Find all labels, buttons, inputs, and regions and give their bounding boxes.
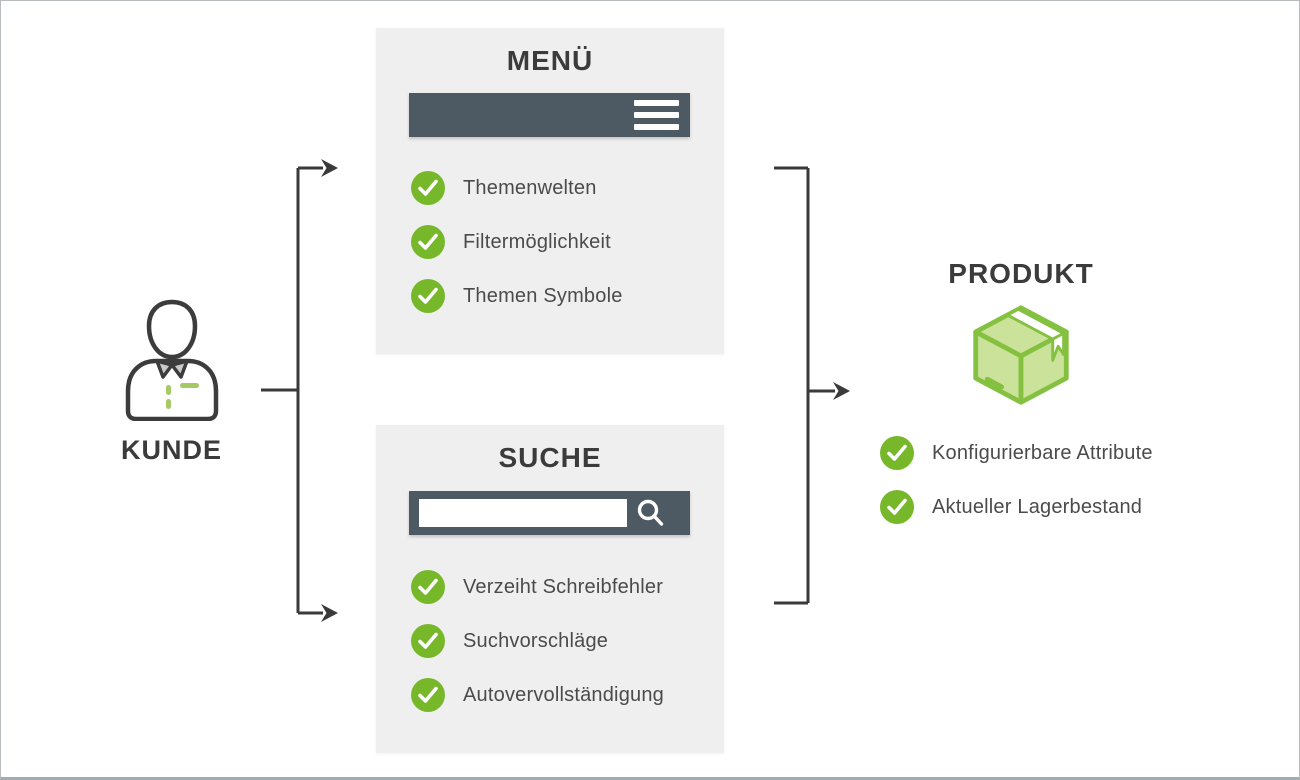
list-item: Filtermöglichkeit: [411, 225, 724, 259]
checkmark-circle-icon: [411, 171, 445, 205]
product-checklist: Konfigurierbare Attribute Aktueller Lage…: [880, 436, 1153, 544]
box-label-dash: [984, 376, 1005, 390]
list-item-label: Verzeiht Schreibfehler: [463, 575, 664, 598]
list-item-label: Themenwelten: [463, 176, 597, 199]
list-item-label: Aktueller Lagerbestand: [932, 495, 1143, 518]
list-item-label: Filtermöglichkeit: [463, 230, 611, 253]
list-item: Autovervollständigung: [411, 678, 724, 712]
list-item-label: Suchvorschläge: [463, 629, 609, 652]
search-bar: [409, 491, 690, 535]
list-item: Suchvorschläge: [411, 624, 724, 658]
checkmark-circle-icon: [411, 279, 445, 313]
checkmark-circle-icon: [411, 225, 445, 259]
shirt-accent: [165, 399, 171, 409]
shirt-accent: [165, 385, 171, 395]
menu-checklist: Themenwelten Filtermöglichkeit Themen Sy…: [376, 171, 724, 313]
list-item-label: Themen Symbole: [463, 284, 623, 307]
checkmark-circle-icon: [880, 436, 914, 470]
list-item: Verzeiht Schreibfehler: [411, 570, 724, 604]
list-item: Aktueller Lagerbestand: [880, 490, 1153, 524]
checkmark-circle-icon: [880, 490, 914, 524]
customer-label: KUNDE: [120, 435, 222, 465]
search-input[interactable]: [419, 499, 627, 527]
shirt-accent: [179, 383, 199, 388]
arrowhead-to-produkt: [833, 382, 850, 400]
customer-group: KUNDE: [109, 299, 234, 466]
list-item: Themen Symbole: [411, 279, 724, 313]
checkmark-circle-icon: [411, 678, 445, 712]
kunde-branch-line: [261, 166, 323, 615]
magnifier-icon[interactable]: [635, 498, 665, 528]
checkmark-circle-icon: [411, 624, 445, 658]
list-item: Themenwelten: [411, 171, 724, 205]
person-icon: [125, 299, 218, 421]
collar-right: [169, 359, 189, 379]
search-checklist: Verzeiht Schreibfehler Suchvorschläge Au…: [376, 570, 724, 712]
list-item-label: Konfigurierbare Attribute: [932, 441, 1153, 464]
product-title: PRODUKT: [948, 258, 1094, 289]
menu-title: MENÜ: [506, 45, 594, 76]
hamburger-icon[interactable]: [634, 100, 679, 130]
search-title: SUCHE: [498, 442, 602, 473]
list-item-label: Autovervollständigung: [463, 683, 664, 706]
merge-line: [774, 166, 835, 605]
checkmark-circle-icon: [411, 570, 445, 604]
arrowhead-to-suche: [321, 604, 338, 622]
search-panel: SUCHE Verzeiht Schreibfehler Suchvorschl…: [376, 425, 724, 753]
tape-side: [1051, 331, 1066, 362]
collar-left: [154, 359, 174, 379]
menu-panel: MENÜ Themenwelten Filtermöglichkeit: [376, 28, 724, 354]
arrowhead-to-menu: [321, 159, 338, 177]
menu-navbar: [409, 93, 690, 137]
package-box-icon: [973, 305, 1069, 405]
list-item: Konfigurierbare Attribute: [880, 436, 1153, 470]
